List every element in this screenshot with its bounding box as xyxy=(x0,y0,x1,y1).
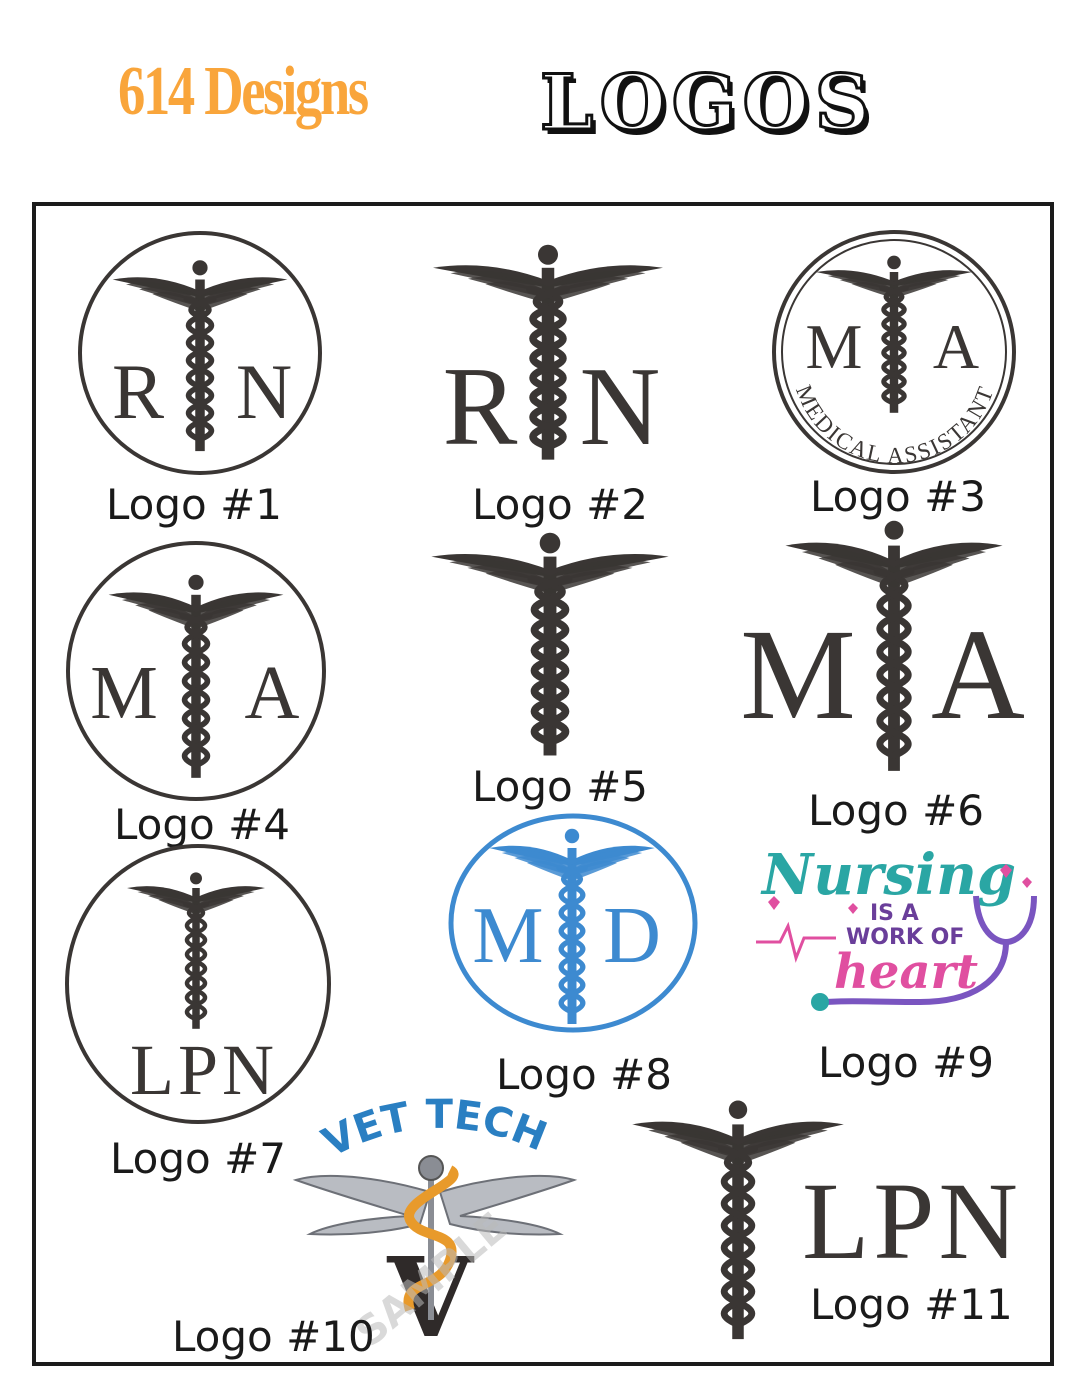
caduceus-icon xyxy=(431,532,669,756)
logo-letter-right: LPN xyxy=(802,1160,1022,1282)
logo-1: R N xyxy=(70,230,330,475)
logo-caption: Logo #8 xyxy=(496,1050,672,1099)
caduceus-icon: M A xyxy=(740,520,1025,771)
logo-letter-left: M xyxy=(740,603,856,747)
logo-caption: Logo #7 xyxy=(110,1134,286,1183)
caduceus-icon: M A MEDICAL ASSISTANT xyxy=(772,230,1016,474)
logo-letter-left: R xyxy=(443,345,518,469)
logo-letter-left: M xyxy=(472,892,543,980)
is-a-word: IS A xyxy=(870,901,919,926)
logo-caption: Logo #11 xyxy=(810,1280,1013,1329)
logo-letter-right: A xyxy=(933,311,979,382)
caduceus-icon: M A xyxy=(66,541,326,801)
logo-caption: Logo #10 xyxy=(172,1312,375,1361)
work-of-word: WORK OF xyxy=(846,925,964,950)
logo-caption: Logo #1 xyxy=(106,480,282,529)
logo-letter-left: R xyxy=(112,348,164,435)
logo-caption: Logo #2 xyxy=(472,480,648,529)
logo-7: LPN xyxy=(64,844,336,1130)
caduceus-icon: R N xyxy=(78,231,322,475)
logo-9: Nursing IS A WORK OF heart xyxy=(750,842,1040,1022)
logo-letter-right: N xyxy=(236,348,292,435)
caduceus-icon: M D xyxy=(448,813,698,1033)
logo-caption: Logo #9 xyxy=(818,1038,994,1087)
logo-8: M D xyxy=(448,812,700,1034)
logo-caption: Logo #3 xyxy=(810,472,986,521)
logo-letter-bottom: LPN xyxy=(130,1030,278,1110)
logo-letter-right: A xyxy=(931,603,1025,747)
brand-name: 614 Designs xyxy=(118,53,369,130)
caduceus-icon: R N xyxy=(433,244,663,469)
logo-caption: Logo #6 xyxy=(808,786,984,835)
logo-11: LPN xyxy=(620,1098,1030,1348)
vet-tech-icon: VET TECH V SAMPLE xyxy=(292,1092,578,1362)
logo-letter-right: D xyxy=(603,892,661,980)
logo-4: M A xyxy=(62,541,332,801)
page-title: LOGOS xyxy=(539,57,876,149)
logo-letter-right: A xyxy=(245,651,300,735)
caduceus-icon: LPN xyxy=(632,1100,1022,1340)
logo-2: R N xyxy=(420,244,680,474)
logo-3: M A MEDICAL ASSISTANT xyxy=(770,230,1020,475)
vet-tech-arc: VET TECH xyxy=(315,1092,553,1167)
logo-letter-left: M xyxy=(806,311,863,382)
caduceus-icon: LPN xyxy=(65,844,331,1124)
logo-caption: Logo #5 xyxy=(472,762,648,811)
logo-letter-right: N xyxy=(580,345,661,469)
heart-word: heart xyxy=(834,944,978,1000)
logo-catalog-frame xyxy=(32,202,1054,1366)
logo-6: M A xyxy=(740,518,1038,780)
logo-letter-left: M xyxy=(90,651,158,735)
logo-5 xyxy=(420,532,680,768)
nursing-heart-icon: Nursing IS A WORK OF heart xyxy=(756,842,1037,1011)
logo-caption: Logo #4 xyxy=(114,800,290,849)
logo-10: VET TECH V SAMPLE xyxy=(290,1092,580,1362)
